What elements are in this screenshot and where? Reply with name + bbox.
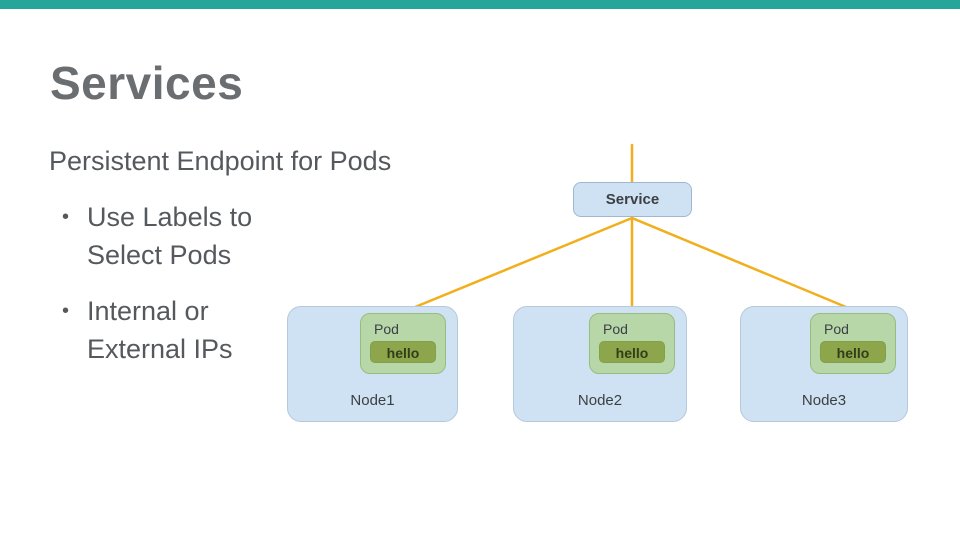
node-label: Node1: [350, 392, 395, 409]
pod-hello-badge: hello: [599, 341, 665, 363]
bullet-item-labels: • Use Labels to Select Pods: [62, 198, 252, 274]
pod-label: Pod: [603, 321, 628, 337]
slide-title: Services: [50, 57, 244, 109]
bullet-dot: •: [62, 206, 70, 228]
pod-hello-badge: hello: [370, 341, 436, 363]
node-label: Node3: [801, 392, 847, 409]
pod-box: Pod hello: [589, 313, 675, 374]
node3-box: Pod hello Node3: [740, 306, 908, 422]
service-box: Service: [573, 182, 692, 217]
node1-box: Pod hello Node1: [287, 306, 458, 422]
pod-label: Pod: [374, 321, 399, 337]
bullet-item-ips: • Internal or External IPs: [62, 292, 252, 368]
bullet-text: Internal or External IPs: [87, 292, 233, 368]
slide-subtitle: Persistent Endpoint for Pods: [49, 146, 392, 176]
pod-box: Pod hello: [360, 313, 446, 374]
connector-service-pod3: [630, 216, 860, 314]
pod-label: Pod: [824, 321, 849, 337]
bullet-line: Select Pods: [87, 240, 232, 270]
bullet-text: Use Labels to Select Pods: [87, 198, 252, 274]
node-label: Node2: [577, 392, 623, 409]
bullet-dot: •: [62, 300, 70, 322]
connector-service-pod1: [401, 216, 634, 314]
bullet-line: External IPs: [87, 334, 233, 364]
pod-box: Pod hello: [810, 313, 896, 374]
node2-box: Pod hello Node2: [513, 306, 687, 422]
pod-hello-badge: hello: [820, 341, 886, 363]
bullet-line: Internal or: [87, 296, 209, 326]
service-label: Service: [605, 191, 660, 208]
accent-bar: [0, 0, 960, 9]
bullet-list: • Use Labels to Select Pods • Internal o…: [62, 198, 252, 386]
bullet-line: Use Labels to: [87, 202, 253, 232]
